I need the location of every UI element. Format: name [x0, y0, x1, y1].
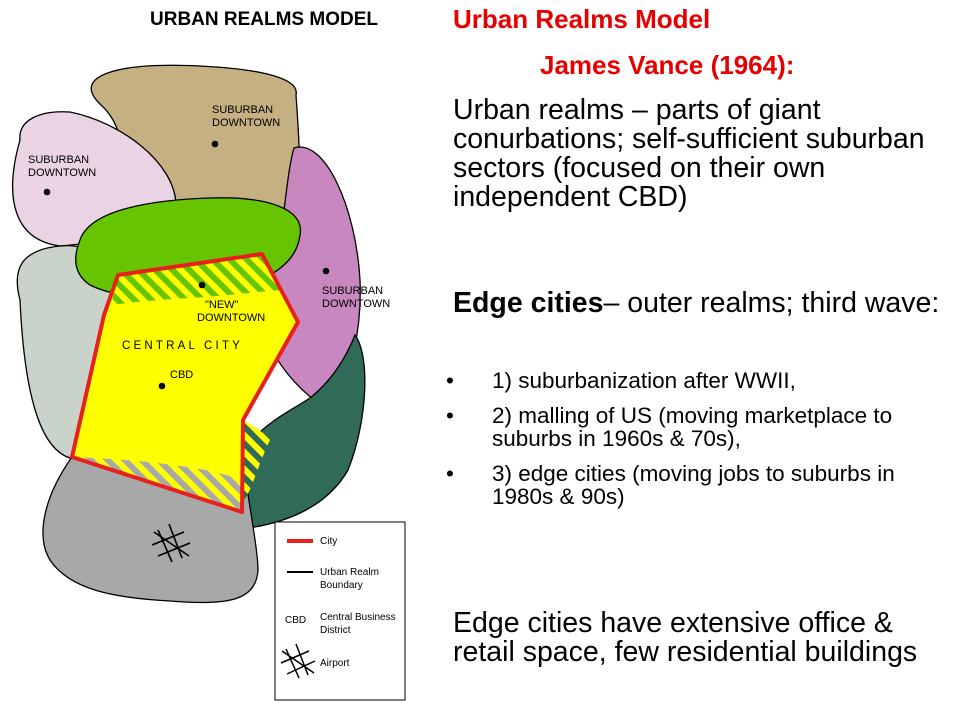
- new-downtown-dot: [198, 281, 206, 289]
- label-suburban-downtown-top: SUBURBAN DOWNTOWN: [212, 104, 280, 129]
- cbd-dot: [158, 382, 166, 390]
- bullet-icon: •: [446, 403, 454, 428]
- label-new-downtown: "NEW" DOWNTOWN: [197, 299, 265, 324]
- legend-airport-label: Airport: [320, 658, 350, 669]
- suburban-downtown-top-dot: [211, 140, 219, 148]
- list-item-text: 1) suburbanization after WWII,: [492, 368, 796, 393]
- airport-icon: [151, 523, 191, 563]
- label-central-city: CENTRAL CITY: [122, 340, 243, 352]
- legend-city-label: City: [320, 536, 337, 547]
- list-item: • 2) malling of US (moving marketplace to…: [440, 404, 955, 450]
- label-suburban-downtown-right: SUBURBAN DOWNTOWN: [322, 285, 390, 310]
- slide-author: James Vance (1964):: [540, 50, 795, 80]
- list-item: • 1) suburbanization after WWII,: [440, 369, 955, 392]
- bullet-icon: •: [446, 461, 454, 486]
- legend-cbd-abbr: CBD: [285, 615, 306, 626]
- slide-title: Urban Realms Model: [453, 4, 711, 34]
- hatch-dark-zone: [243, 420, 270, 500]
- urban-realms-definition: Urban realms – parts of giant conurbatio…: [453, 94, 925, 213]
- edge-city-waves-list: • 1) suburbanization after WWII, • 2) mall…: [440, 369, 955, 520]
- edge-cities-description: – outer realms; third wave:: [603, 287, 940, 319]
- label-cbd: CBD: [170, 369, 193, 381]
- city-boundary: [70, 252, 300, 514]
- edge-cities-term: Edge cities: [453, 287, 604, 319]
- legend-airport-icon: [280, 643, 316, 679]
- legend-boundary-label: Urban Realm Boundary: [320, 567, 382, 591]
- list-item-text: 2) malling of US (moving marketplace to …: [492, 403, 893, 451]
- suburban-downtown-left-dot: [43, 188, 51, 196]
- legend: City Urban Realm Boundary CBD Central Bu…: [274, 521, 406, 701]
- suburban-downtown-right-dot: [322, 267, 330, 275]
- hatch-new-downtown-zone: [111, 254, 281, 305]
- legend-cbd-label: Central Business District: [320, 612, 398, 636]
- urban-realms-diagram: URBAN REALMS MODEL SUBURBAN DOWNTOWN SUB…: [12, 9, 406, 701]
- edge-cities-heading: Edge cities– outer realms; third wave:: [453, 289, 953, 318]
- bullet-icon: •: [446, 368, 454, 393]
- legend-box: [274, 521, 406, 701]
- edge-cities-summary: Edge cities have extensive office & reta…: [453, 607, 918, 668]
- list-item: • 3) edge cities (moving jobs to suburbs …: [440, 462, 955, 508]
- list-item-text: 3) edge cities (moving jobs to suburbs i…: [492, 461, 895, 509]
- diagram-title: URBAN REALMS MODEL: [150, 9, 378, 30]
- label-suburban-downtown-left: SUBURBAN DOWNTOWN: [28, 154, 96, 179]
